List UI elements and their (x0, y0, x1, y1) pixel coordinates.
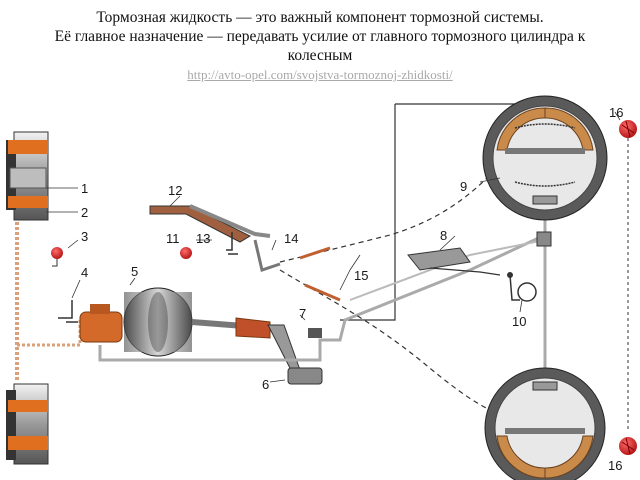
stop-light-switch (308, 328, 322, 338)
label-16-bottom: 16 (608, 458, 622, 473)
label-1: 1 (81, 181, 88, 196)
caption-line-3: колесным (287, 47, 353, 64)
caption: Тормозная жидкость — это важный компонен… (0, 8, 640, 84)
label-4: 4 (81, 265, 88, 280)
rear-brake-pipe (98, 233, 546, 362)
label-10: 10 (512, 314, 526, 329)
warning-lamp-3 (51, 247, 63, 259)
label-2: 2 (81, 205, 88, 220)
label-12: 12 (168, 183, 182, 198)
label-5: 5 (131, 264, 138, 279)
label-7: 7 (299, 306, 306, 321)
warning-lamp-11 (180, 247, 192, 259)
vacuum-booster (123, 287, 193, 357)
label-8: 8 (440, 228, 447, 243)
handbrake-cable-2 (279, 269, 491, 411)
label-13: 13 (196, 231, 210, 246)
label-6: 6 (262, 377, 269, 392)
pressure-regulator (407, 247, 501, 276)
label-3: 3 (81, 229, 88, 244)
rubber-boot (235, 317, 271, 339)
label-16-top: 16 (609, 105, 623, 120)
front-disc-brake-top (6, 131, 49, 221)
master-cylinder (79, 304, 123, 343)
caption-line-1: Тормозная жидкость — это важный компонен… (96, 9, 544, 26)
label-15: 15 (354, 268, 368, 283)
rear-drum-brake-top (482, 95, 608, 221)
source-link[interactable]: http://avto-opel.com/svojstva-tormoznoj-… (187, 67, 453, 82)
caption-line-2: Её главное назначение — передавать усили… (54, 28, 586, 45)
handbrake-lever (149, 204, 271, 243)
regulator-spring (507, 272, 537, 302)
rear-drum-brake-bottom (484, 367, 606, 480)
label-9: 9 (460, 179, 467, 194)
label-11: 11 (166, 231, 180, 246)
label-14: 14 (284, 231, 298, 246)
front-disc-brake-bottom (6, 383, 49, 465)
